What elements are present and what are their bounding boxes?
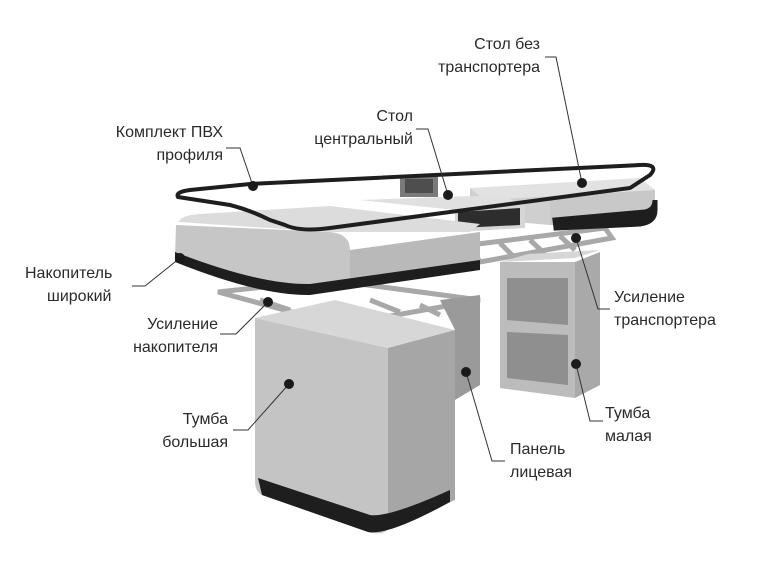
label-accumulator-wide: Накопитель широкий [25,262,112,308]
label-cabinet-small: Тумба малая [605,402,652,448]
label-line: Стол без [474,36,540,53]
label-line: транспортера [438,59,540,76]
label-front-panel: Панель лицевая [510,438,572,484]
large-cabinet [255,300,455,534]
pvc-profile-frame [175,162,656,232]
label-table-central: Стол центральный [314,105,413,151]
label-cabinet-large: Тумба большая [162,408,228,454]
label-line: Комплект ПВХ [115,124,223,141]
label-line: профиля [156,147,223,164]
label-line: малая [605,428,652,445]
label-line: лицевая [510,464,573,481]
label-line: центральный [314,131,413,148]
leader-lines [132,56,610,462]
label-line: Тумба [182,411,228,428]
label-line: Панель [510,441,566,458]
label-pvc-profile: Комплект ПВХ профиля [116,121,223,167]
label-line: Стол [376,108,413,125]
wide-accumulator [175,206,480,296]
label-accumulator-reinforcement: Усиление накопителя [133,313,218,359]
label-conveyor-reinforcement: Усиление транспортера [614,286,716,332]
label-line: Усиление [147,316,218,333]
label-line: накопителя [133,339,218,356]
label-table-no-conveyor: Стол без транспортера [438,33,540,79]
label-line: транспортера [614,312,716,329]
small-cabinet [500,250,600,398]
label-line: широкий [47,288,112,305]
label-line: Накопитель [25,265,113,282]
label-line: Тумба [605,405,651,422]
label-line: большая [162,434,228,451]
label-line: Усиление [614,289,685,306]
callout-dots [175,178,587,389]
